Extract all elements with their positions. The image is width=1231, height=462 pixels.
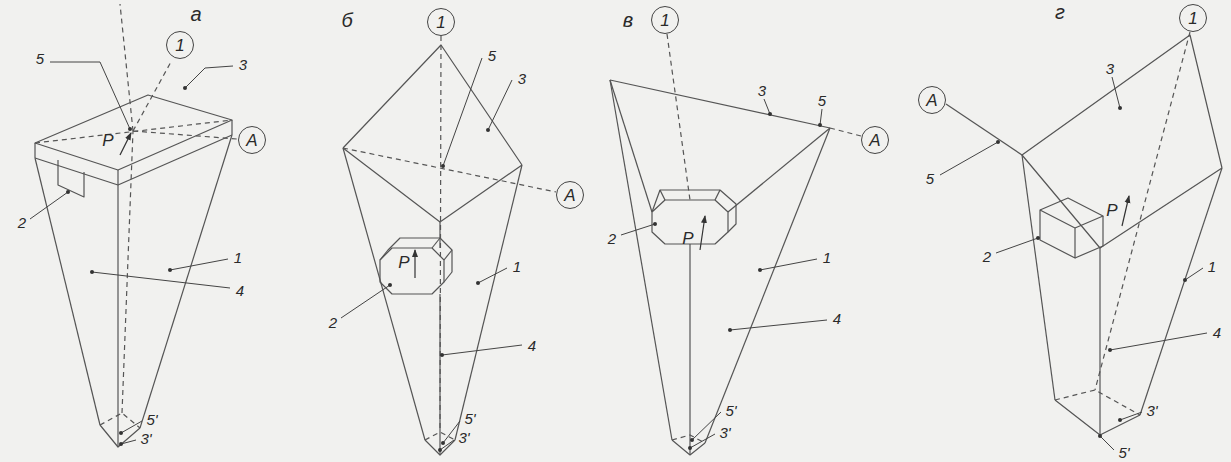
callout-number: 3 [518,71,526,86]
circle-callout: 1 [427,8,455,36]
panel-letter: б [341,10,352,30]
callout-text: A [926,92,937,109]
callout-number: 5' [146,412,157,427]
callout-number: 4 [1213,325,1221,340]
leader-dots [66,86,1187,452]
callout-text: A [246,132,257,149]
callout-number: 1 [1208,259,1216,274]
callout-number: 3' [719,425,730,440]
callout-number: 5' [725,403,736,418]
circle-callout: 1 [651,6,679,34]
callout-text: A [869,132,880,149]
callout-number: 1 [823,250,831,265]
circle-callout: 1 [166,31,194,59]
callout-number: 2 [329,315,337,330]
circle-callout: 1 [1179,4,1207,32]
force-label: P [1106,202,1117,219]
panel-letter: г [1055,2,1065,22]
callout-number: 5 [818,93,826,108]
callout-number: 1 [234,250,242,265]
force-label: P [102,132,113,149]
callout-text: A [564,187,575,204]
callout-text: 1 [436,14,445,31]
callout-number: 2 [608,231,616,246]
callout-number: 2 [18,215,26,230]
panel-letter: а [190,4,201,24]
callout-number: 5 [36,51,44,66]
callout-number: 5' [1118,445,1129,460]
callout-text: 1 [175,37,184,54]
force-label: P [682,230,693,247]
circle-callout: A [556,181,584,209]
callout-number: 1 [513,259,521,274]
callout-number: 3 [1106,61,1114,76]
callout-number: 2 [983,249,991,264]
leader-lines [30,58,1207,450]
callout-number: 4 [528,338,536,353]
callout-number: 3' [458,430,469,445]
callout-number: 4 [833,311,841,326]
callout-number: 4 [236,283,244,298]
force-label: P [398,254,409,271]
callout-number: 3' [140,431,151,446]
callout-number: 5 [488,48,496,63]
circle-callout: A [918,86,946,114]
callout-text: 1 [660,12,669,29]
callout-number: 3 [758,83,766,98]
circle-callout: A [861,126,889,154]
callout-number: 5 [926,171,934,186]
circle-callout: A [238,126,266,154]
callout-number: 3 [239,57,247,72]
callout-number: 5' [464,411,475,426]
callout-number: 3' [1146,403,1157,418]
callout-text: 1 [1188,10,1197,27]
panel-letter: в [623,10,633,30]
